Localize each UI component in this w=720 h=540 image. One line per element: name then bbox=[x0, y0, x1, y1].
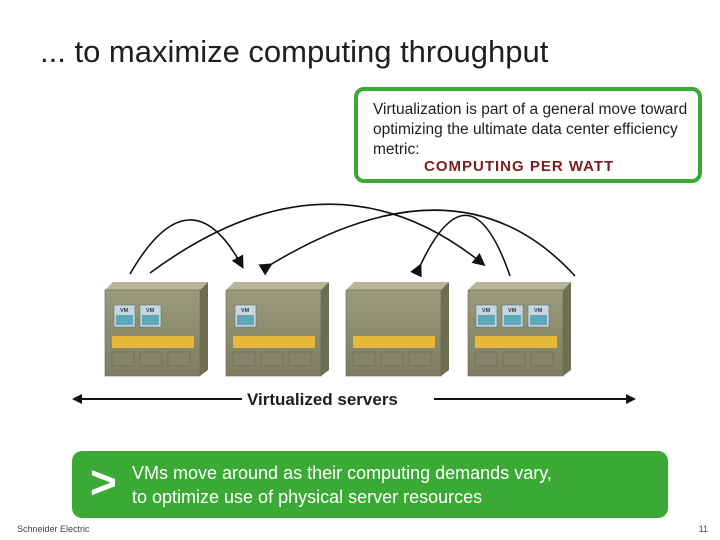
server-4 bbox=[467, 282, 571, 377]
servers-label: Virtualized servers bbox=[247, 390, 398, 409]
footer-company: Schneider Electric bbox=[17, 524, 90, 534]
vm-badge: VM bbox=[241, 308, 250, 314]
vm-badge: VM bbox=[146, 308, 155, 314]
vm-badge: VM bbox=[508, 308, 517, 314]
callout-box: Virtualization is part of a general move… bbox=[354, 87, 702, 183]
callout-text: Virtualization is part of a general move… bbox=[373, 100, 698, 160]
callout-line-2: optimizing the ultimate data center effi… bbox=[373, 121, 678, 138]
vm-icon-1b bbox=[139, 304, 162, 328]
banner-line-2: to optimize use of physical server resou… bbox=[132, 487, 483, 507]
vm-badge: VM bbox=[534, 308, 543, 314]
page-number: 11 bbox=[698, 524, 708, 534]
vm-badge: VM bbox=[482, 308, 491, 314]
migration-arrow-4 bbox=[410, 214, 511, 278]
vm-badge: VM bbox=[120, 308, 129, 314]
chevron-right-icon: > bbox=[90, 456, 117, 508]
message-banner: > VMs move around as their computing dem… bbox=[72, 451, 668, 518]
banner-message: VMs move around as their computing deman… bbox=[132, 461, 552, 509]
vm-icon-2a bbox=[234, 304, 257, 328]
slide-title: ... to maximize computing throughput bbox=[40, 34, 549, 69]
vm-icon-4c bbox=[527, 304, 550, 328]
migration-arrow-1 bbox=[129, 219, 244, 275]
migration-arrow-2 bbox=[149, 203, 486, 274]
server-2 bbox=[225, 282, 329, 377]
callout-line-3: metric: bbox=[373, 141, 420, 158]
callout-emphasis: COMPUTING PER WATT bbox=[424, 158, 615, 175]
vm-icon-4b bbox=[501, 304, 524, 328]
vm-icon-4a bbox=[475, 304, 498, 328]
span-double-arrow bbox=[72, 394, 636, 404]
banner-line-1: VMs move around as their computing deman… bbox=[132, 463, 552, 483]
server-1 bbox=[104, 282, 208, 377]
vm-icon-1a bbox=[113, 304, 136, 328]
migration-arrow-3 bbox=[258, 209, 576, 277]
server-3 bbox=[345, 282, 449, 377]
callout-line-1: Virtualization is part of a general move… bbox=[373, 101, 688, 118]
